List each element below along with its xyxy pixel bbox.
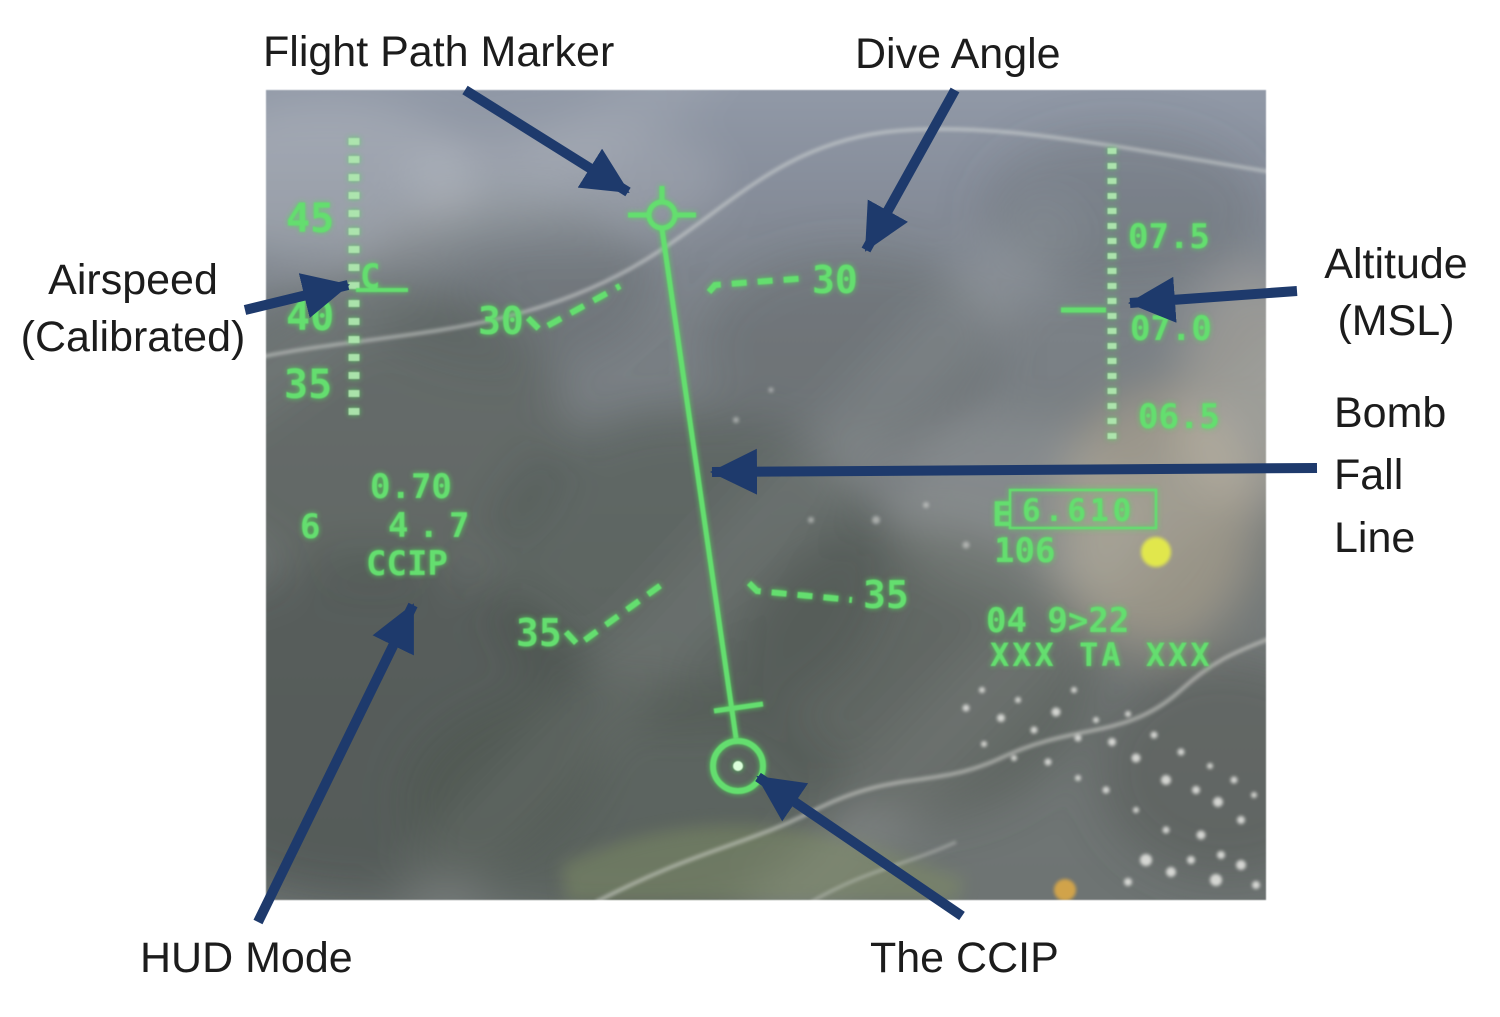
pitch-line-30-right: 30 (706, 258, 858, 302)
elevation-prefix: E (992, 495, 1012, 535)
orange-ground-dot (1054, 879, 1076, 900)
pitch-line-35-left: 35 (516, 577, 670, 655)
hud-mode-text: CCIP (366, 544, 448, 584)
label-altitude: Altitude (MSL) (1324, 240, 1468, 345)
pitch-line-35-right: 35 (746, 573, 909, 617)
yellow-marker-dot (1141, 537, 1171, 567)
altitude-value-065: 06.5 (1138, 397, 1220, 437)
airspeed-value-45: 45 (286, 196, 334, 242)
svg-text:35: 35 (516, 611, 562, 655)
mach-value: 0.70 (370, 467, 452, 507)
label-dive-angle: Dive Angle (855, 30, 1061, 78)
station-digit: 6 (300, 507, 320, 547)
hud-symbology: 45 40 35 C 07.5 07.0 06.5 30 30 35 (284, 138, 1220, 794)
right-data-block: E 6.610 106 04 9>22 XXX TA XXX (986, 488, 1213, 674)
status-line: XXX TA XXX (990, 636, 1213, 674)
g-load-value: 4.7 (388, 506, 479, 546)
altitude-value-075: 07.5 (1128, 217, 1210, 257)
airspeed-value-40: 40 (286, 294, 334, 340)
left-data-block: 0.70 6 4.7 CCIP (300, 467, 479, 584)
village-buildings (733, 387, 1260, 889)
svg-text:30: 30 (812, 258, 858, 302)
label-bomb-fall-line: Bomb Fall Line (1334, 389, 1447, 562)
time-line: 04 9>22 (986, 601, 1129, 641)
flight-path-marker (628, 186, 696, 231)
elevation-boxed: 6.610 (1022, 493, 1135, 529)
ccip-pipper (710, 738, 766, 794)
airspeed-caret: C (360, 257, 380, 297)
label-the-ccip: The CCIP (870, 934, 1059, 982)
hud-photo: 45 40 35 C 07.5 07.0 06.5 30 30 35 (266, 90, 1266, 900)
bomb-fall-line (659, 228, 764, 739)
label-flight-path-marker: Flight Path Marker (263, 28, 615, 76)
svg-text:35: 35 (863, 573, 909, 617)
label-airspeed: Airspeed (Calibrated) (20, 256, 246, 361)
svg-text:30: 30 (478, 299, 524, 343)
airspeed-value-35: 35 (284, 362, 332, 408)
label-hud-mode: HUD Mode (140, 934, 353, 982)
heading-value: 106 (994, 531, 1055, 571)
pitch-line-30-left: 30 (478, 283, 622, 343)
altitude-value-070: 07.0 (1130, 309, 1212, 349)
